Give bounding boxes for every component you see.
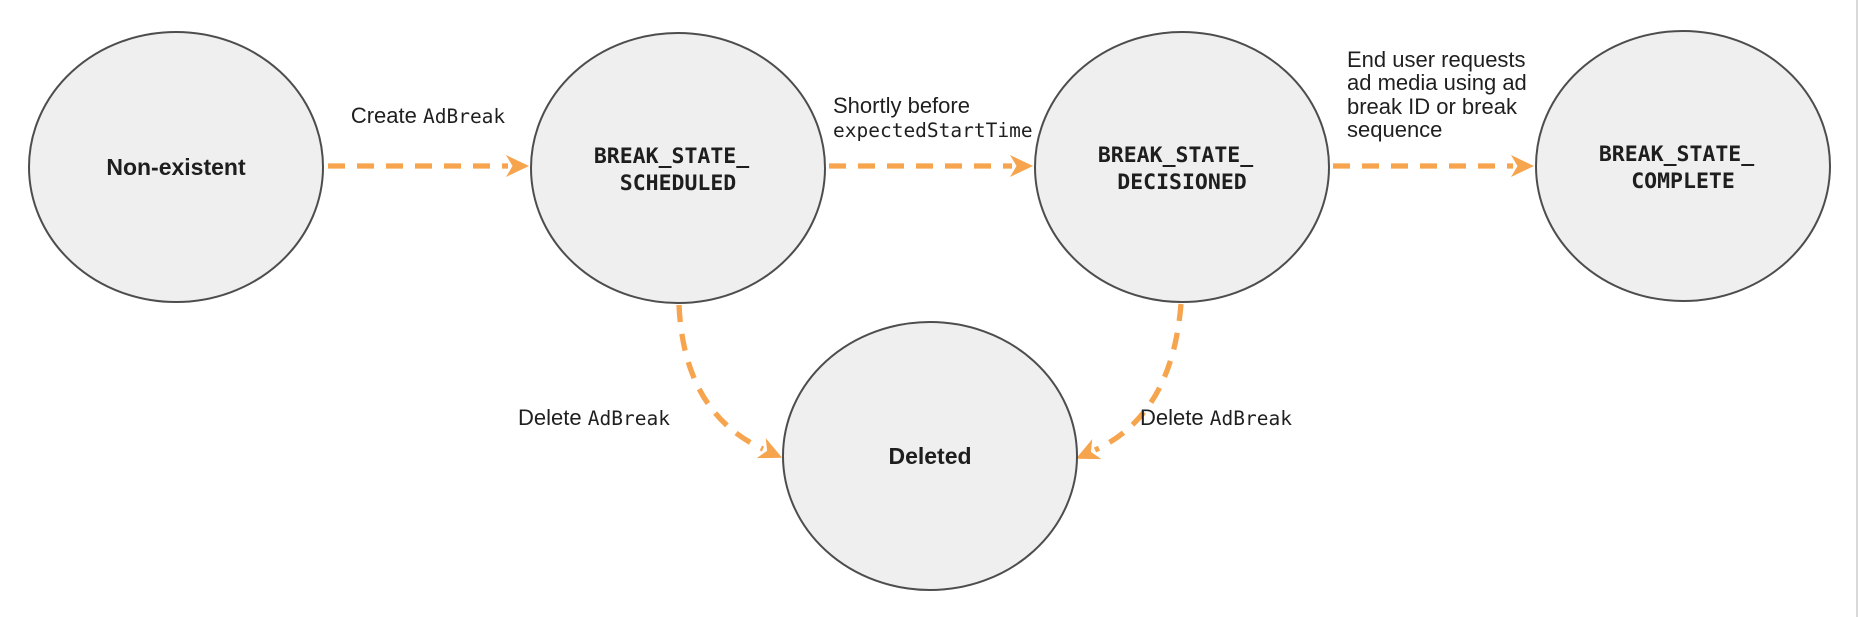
- edge-label-line: sequence: [1347, 117, 1442, 142]
- state-label-non-existent: Non-existent: [106, 154, 246, 180]
- state-node-deleted: [782, 321, 1078, 591]
- edge-label-line: ad media using ad: [1347, 70, 1527, 95]
- edge-label-expected-start-time: expectedStartTime: [833, 119, 1033, 142]
- edge-label-line: break ID or break: [1347, 94, 1518, 119]
- state-node-break-state-complete: [1535, 30, 1831, 302]
- edge-label-delete-adbreak-right: Delete AdBreak: [1140, 405, 1292, 430]
- edge-label-text: Create: [351, 103, 423, 128]
- state-label-line: COMPLETE: [1631, 169, 1735, 194]
- state-node-break-state-scheduled: [530, 32, 826, 304]
- state-node-non-existent: [28, 31, 324, 303]
- edge-label-text: Delete: [518, 405, 588, 430]
- edge-label-code: AdBreak: [588, 407, 670, 430]
- state-label-deleted: Deleted: [888, 443, 971, 469]
- edge-label-line: End user requests: [1347, 47, 1526, 72]
- edge-label-end-user-requests: End user requests ad media using ad brea…: [1347, 47, 1533, 142]
- state-label-break-state-complete: BREAK_STATE_ COMPLETE: [1599, 142, 1767, 194]
- edge-label-code: AdBreak: [1210, 407, 1292, 430]
- edge-label-delete-adbreak-left: Delete AdBreak: [518, 405, 670, 430]
- state-label-break-state-decisioned: BREAK_STATE_ DECISIONED: [1098, 143, 1266, 195]
- edge-delete-adbreak-left-arrow: [676, 304, 783, 459]
- state-label-line: BREAK_STATE_: [1098, 143, 1253, 168]
- edge-label-shortly-before: Shortly before: [833, 93, 970, 118]
- state-label-line: DECISIONED: [1117, 170, 1246, 195]
- state-label-break-state-scheduled: BREAK_STATE_ SCHEDULED: [594, 144, 762, 196]
- state-label-line: BREAK_STATE_: [594, 144, 749, 169]
- edge-delete-adbreak-right-arrow: [1075, 303, 1184, 460]
- state-label-line: BREAK_STATE_: [1599, 142, 1754, 167]
- edge-label-text: Delete: [1140, 405, 1210, 430]
- state-label-line: SCHEDULED: [620, 171, 737, 196]
- edge-label-create-adbreak: Create AdBreak: [351, 103, 506, 128]
- state-node-break-state-decisioned: [1034, 31, 1330, 303]
- edge-label-code: AdBreak: [423, 105, 505, 128]
